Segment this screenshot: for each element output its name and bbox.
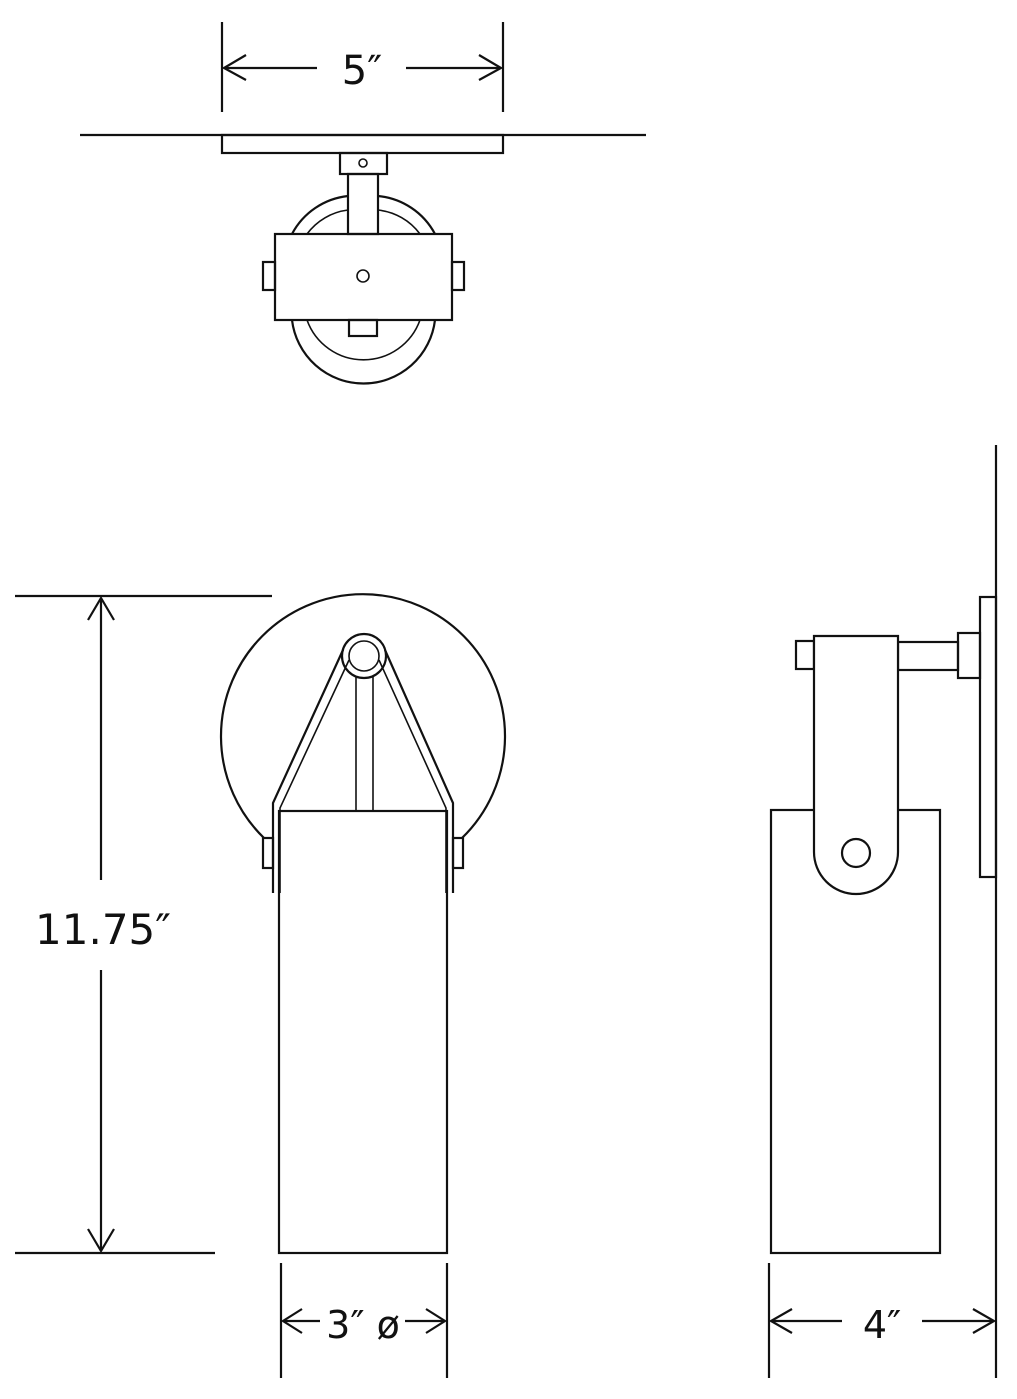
- backplate-top: [220, 133, 505, 155]
- mount-block: [338, 151, 389, 176]
- dimension-label-diameter: 3″ ø: [326, 1303, 400, 1347]
- top-view: 5″: [80, 22, 646, 385]
- front-view: 11.75″ 3″ ø: [15, 593, 507, 1378]
- backplate-side: [978, 595, 998, 879]
- dimension-height: 11.75″: [15, 594, 272, 1255]
- side-view: 4″: [767, 445, 998, 1378]
- dimension-top-width: 5″: [220, 22, 505, 112]
- dimension-label-width: 5″: [342, 48, 382, 94]
- dimension-label-depth: 4″: [863, 1303, 901, 1347]
- dimension-diameter: 3″ ø: [279, 1263, 449, 1378]
- shade-top: [273, 232, 454, 322]
- dimension-depth: 4″: [767, 1263, 997, 1378]
- backplate-disc: [219, 593, 507, 839]
- dimension-label-height: 11.75″: [35, 905, 171, 954]
- yoke-arm-side: [812, 634, 900, 896]
- shade-cylinder: [277, 809, 449, 1255]
